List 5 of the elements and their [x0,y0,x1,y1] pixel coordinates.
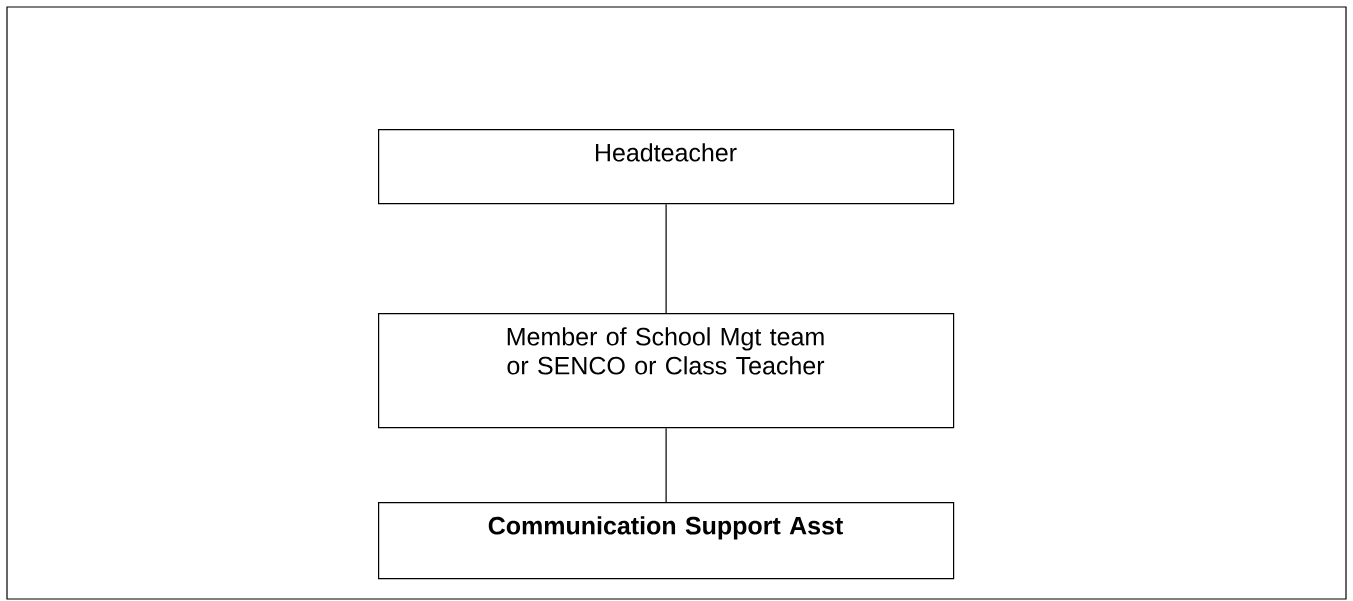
org-box: Headteacher [378,129,955,205]
org-box: Communication Support Asst [378,502,955,580]
org-box: Member of School Mgt team or SENCO or Class Teacher [378,313,955,429]
connector-line [665,427,667,503]
connector-line [665,203,667,314]
